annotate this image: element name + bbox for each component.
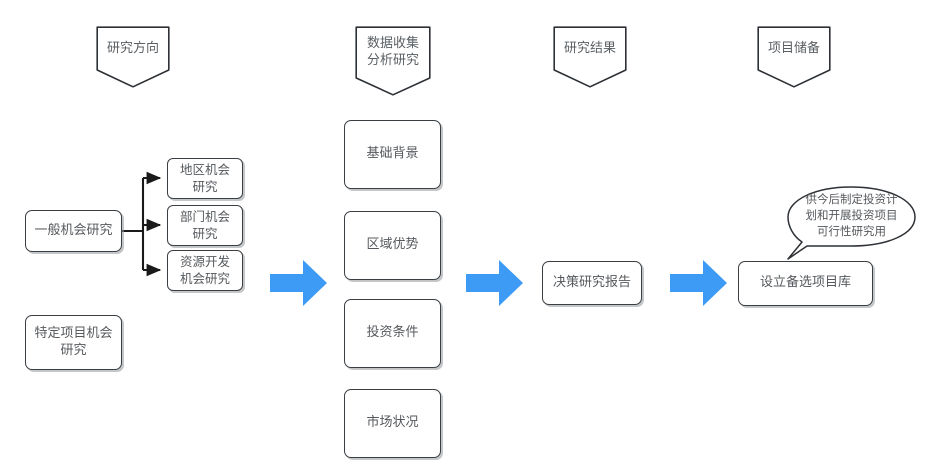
box-candidate-project-library[interactable]: 设立备选项目库 xyxy=(738,261,873,306)
box-sector-opportunity[interactable]: 部门机会 研究 xyxy=(167,205,243,246)
box-investment-conditions[interactable]: 投资条件 xyxy=(344,299,441,368)
banner-label: 数据收集 分析研究 xyxy=(366,35,419,68)
right-arrow-icon xyxy=(670,260,727,306)
right-arrow-icon xyxy=(270,260,327,306)
banner-label: 项目储备 xyxy=(767,40,820,56)
banner-shape-research-direction xyxy=(96,26,170,88)
box-basic-background[interactable]: 基础背景 xyxy=(344,120,441,189)
banner-label: 研究方向 xyxy=(106,40,159,56)
banner-shape-project-reserve xyxy=(757,26,831,88)
arrow-stage2-to-stage3 xyxy=(466,258,524,308)
callout-purpose: 供今后制定投资计 划和开展投资项目 可行性研究用 xyxy=(783,184,920,260)
box-market-situation[interactable]: 市场状况 xyxy=(344,389,441,458)
banner-research-direction: 研究方向 xyxy=(96,26,170,88)
banner-label: 研究结果 xyxy=(563,40,616,56)
speech-bubble-shape xyxy=(787,186,916,260)
box-specific-project-opportunity[interactable]: 特定项目机会 研究 xyxy=(25,315,122,370)
box-general-opportunity[interactable]: 一般机会研究 xyxy=(25,210,122,252)
banner-shape-research-result xyxy=(553,26,627,88)
arrow-stage1-to-stage2 xyxy=(270,258,328,308)
arrow-stage3-to-stage4 xyxy=(670,258,728,308)
banner-project-reserve: 项目储备 xyxy=(757,26,831,88)
box-regional-opportunity[interactable]: 地区机会 研究 xyxy=(167,158,243,199)
right-arrow-icon xyxy=(466,260,523,306)
banner-data-collection: 数据收集 分析研究 xyxy=(355,26,431,96)
box-decision-research-report[interactable]: 决策研究报告 xyxy=(542,261,642,305)
box-resource-development-opportunity[interactable]: 资源开发 机会研究 xyxy=(167,250,243,291)
callout-label: 供今后制定投资计 划和开展投资项目 可行性研究用 xyxy=(805,191,898,239)
banner-shape-data-collection xyxy=(355,26,431,96)
banner-research-result: 研究结果 xyxy=(553,26,627,88)
box-regional-advantage[interactable]: 区域优势 xyxy=(344,211,441,280)
